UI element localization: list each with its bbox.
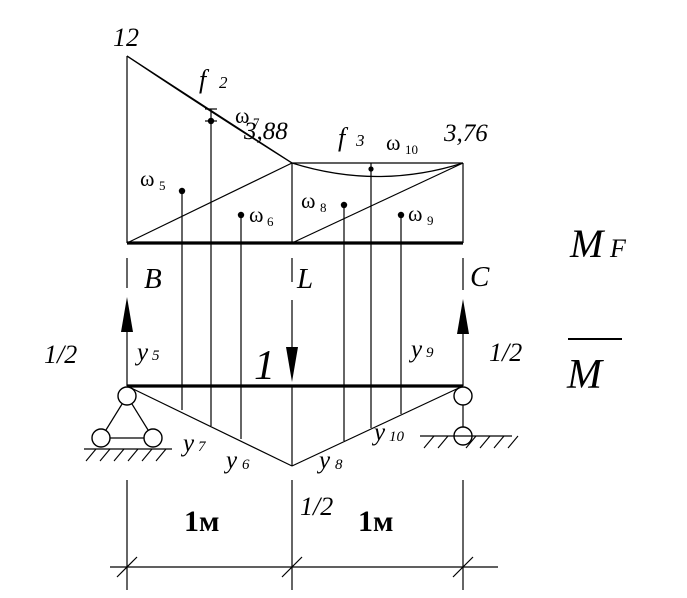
left-hatch-3	[113, 448, 125, 462]
reaction-arrow-left-head	[121, 297, 133, 332]
label-f3-sub: 3	[355, 131, 365, 150]
label-y10: y	[371, 419, 386, 446]
label-omega8-sub: 8	[320, 200, 327, 215]
label-y5-sub: 5	[152, 348, 160, 364]
point-label-l: L	[296, 263, 313, 295]
moment-curve-right	[291, 162, 464, 178]
label-y9: y	[408, 336, 423, 363]
reaction-arrow-right-head	[457, 299, 469, 334]
label-omega7-sub: 7	[253, 115, 260, 130]
left-hatch-6	[155, 448, 167, 462]
load-arrow-head	[286, 347, 298, 382]
right-hatch-2	[437, 435, 449, 449]
centroid-omega9	[397, 211, 405, 219]
moment-diagonal-right	[291, 162, 464, 244]
left-support-top-hinge	[117, 386, 137, 406]
right-hatch-1	[423, 435, 435, 449]
right-hatch-5	[493, 435, 505, 449]
label-y10-sub: 10	[389, 429, 405, 445]
left-hatch-1	[85, 448, 97, 462]
label-f2-sub: 2	[219, 73, 228, 92]
left-hatch-5	[141, 448, 153, 462]
right-support-top-hinge	[453, 386, 473, 406]
label-y6: y	[223, 447, 238, 474]
dim-tick-mid	[281, 556, 303, 578]
label-omega10: ω	[386, 130, 400, 155]
dimension-lines	[110, 480, 498, 590]
label-omega8: ω	[301, 188, 315, 213]
centroid-omega5	[178, 187, 186, 195]
label-omega7: ω	[235, 103, 249, 128]
left-support	[84, 386, 172, 462]
unit-diagram-left-edge	[126, 385, 293, 467]
label-omega6-sub: 6	[267, 214, 274, 229]
point-label-b: B	[144, 263, 162, 295]
centroid-omega6	[237, 211, 245, 219]
left-hatch-2	[99, 448, 111, 462]
label-omega5: ω	[140, 166, 154, 191]
label-f3: f	[338, 123, 349, 152]
unit-diagram	[121, 297, 469, 467]
label-y9-sub: 9	[426, 345, 434, 361]
dim-label-right: 1м	[358, 505, 393, 538]
diagram-label-mbar: M	[566, 352, 604, 398]
dim-label-left: 1м	[184, 505, 219, 538]
centroid-omega10	[368, 166, 374, 172]
right-hatch-3	[465, 435, 477, 449]
right-hatch-6	[507, 435, 519, 449]
peak-label: 1/2	[300, 492, 333, 521]
moment-value-right: 3,76	[443, 120, 488, 147]
label-y7: y	[180, 430, 195, 457]
right-support	[420, 386, 519, 449]
diagram-label-mf-sub: F	[609, 234, 627, 263]
label-f2: f	[199, 65, 210, 94]
moment-value-mid: 3,88	[243, 118, 288, 145]
left-hatch-4	[127, 448, 139, 462]
point-label-c: C	[470, 261, 490, 293]
label-omega6: ω	[249, 202, 263, 227]
left-support-hinge-1	[91, 428, 111, 448]
label-omega5-sub: 5	[159, 178, 166, 193]
dim-tick-left	[116, 556, 138, 578]
label-y7-sub: 7	[198, 439, 207, 455]
centroid-omega7	[207, 117, 215, 125]
dim-tick-right	[452, 556, 474, 578]
label-y8: y	[316, 447, 331, 474]
label-omega9-sub: 9	[427, 213, 434, 228]
label-omega9: ω	[408, 201, 422, 226]
moment-diagonal-left	[126, 162, 293, 244]
centroid-dots	[178, 117, 405, 219]
reaction-left-label: 1/2	[44, 340, 77, 369]
left-support-hinge-2	[143, 428, 163, 448]
centroid-omega8	[340, 201, 348, 209]
moment-curve-left	[126, 55, 293, 164]
load-label: 1	[254, 343, 275, 389]
right-hatch-4	[479, 435, 491, 449]
moment-value-left: 12	[113, 23, 139, 52]
label-y5: y	[134, 339, 149, 366]
label-y6-sub: 6	[242, 457, 250, 473]
unit-diagram-right-edge	[291, 385, 464, 467]
label-omega10-sub: 10	[405, 142, 418, 157]
diagram-label-mf: M	[569, 221, 606, 266]
reaction-right-label: 1/2	[489, 338, 522, 367]
label-y8-sub: 8	[335, 457, 343, 473]
